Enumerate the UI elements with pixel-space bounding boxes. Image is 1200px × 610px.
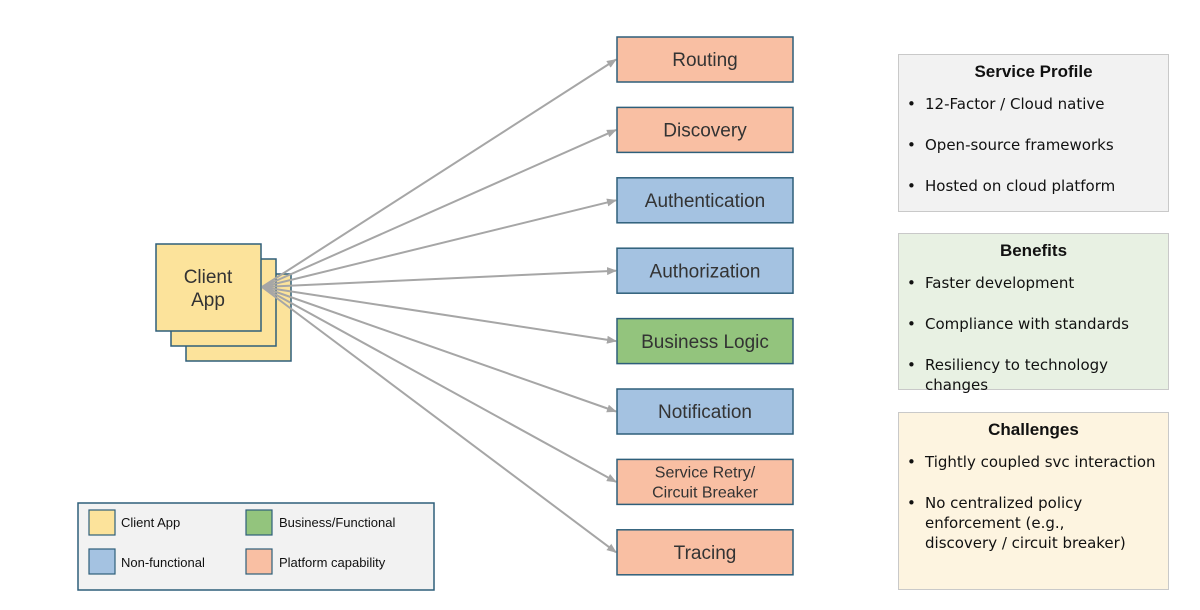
- capability-business-logic: Business Logic: [616, 317, 794, 365]
- capability-tracing: Tracing: [616, 529, 794, 576]
- capability-label: Service Retry/: [655, 465, 756, 482]
- benefits-title: Benefits: [999, 241, 1068, 260]
- list-item: No centralized policy enforcement (e.g.,…: [899, 493, 1135, 553]
- client-app-label-line1: Client: [184, 267, 233, 288]
- capability-service-retry: Service Retry/Circuit Breaker: [616, 458, 794, 506]
- capability-box: [616, 317, 794, 365]
- arrow-to-discovery: [261, 128, 617, 288]
- capability-label: Notification: [658, 402, 752, 423]
- list-item: Faster development: [899, 273, 1168, 293]
- client-app-stack: Client App: [155, 243, 292, 362]
- client-app-box: [155, 243, 262, 332]
- arrow-to-routing: [261, 58, 617, 288]
- capability-authentication: Authentication: [616, 177, 794, 224]
- legend-label-platform-capability: Platform capability: [279, 555, 386, 570]
- capability-label: Authentication: [645, 191, 765, 212]
- list-item: Compliance with standards: [899, 314, 1168, 334]
- legend-swatch-non-functional: [88, 548, 116, 575]
- capability-routing: Routing: [616, 36, 794, 83]
- legend-swatch-platform-capability: [245, 548, 273, 575]
- list-item: Resiliency to technology changes: [899, 355, 1168, 395]
- arrow-to-notification: [261, 286, 617, 413]
- capability-label: Authorization: [650, 261, 761, 282]
- legend-label-business-functional: Business/Functional: [279, 515, 395, 530]
- capability-label: Business Logic: [641, 332, 769, 353]
- service-profile-title: Service Profile: [974, 62, 1093, 81]
- arrow-to-tracing: [261, 286, 617, 554]
- client-app-label-line2: App: [191, 290, 225, 311]
- capability-label: Discovery: [663, 121, 747, 142]
- capability-box: [616, 177, 794, 224]
- list-item: 12-Factor / Cloud native: [899, 94, 1168, 114]
- capability-label: Circuit Breaker: [652, 485, 758, 502]
- arrow-to-service-retry: [261, 286, 617, 483]
- capability-boxes: RoutingDiscoveryAuthenticationAuthorizat…: [616, 36, 794, 576]
- service-profile-panel: Service Profile 12-Factor / Cloud native…: [898, 54, 1169, 212]
- list-item: Open-source frameworks: [899, 135, 1168, 155]
- capability-label: Routing: [672, 50, 738, 71]
- capability-box: [616, 388, 794, 435]
- capability-box: [616, 247, 794, 294]
- service-profile-list: 12-Factor / Cloud native Open-source fra…: [899, 94, 1168, 196]
- challenges-title: Challenges: [988, 420, 1079, 439]
- arrow-to-business-logic: [261, 286, 617, 344]
- benefits-panel: Benefits Faster development Compliance w…: [898, 233, 1169, 394]
- legend: Client App Business/Functional Non-funct…: [77, 502, 435, 591]
- legend-label-client-app: Client App: [121, 515, 180, 530]
- capability-box: [616, 106, 794, 154]
- capability-box: [616, 458, 794, 506]
- legend-swatch-client-app: [88, 509, 116, 536]
- connector-arrows: [261, 58, 617, 554]
- capability-box: [616, 36, 794, 83]
- capability-discovery: Discovery: [616, 106, 794, 154]
- arrow-to-authentication: [261, 198, 617, 288]
- challenges-list: Tightly coupled svc interaction No centr…: [899, 452, 1168, 553]
- benefits-list: Faster development Compliance with stand…: [899, 273, 1168, 395]
- arrow-to-authorization: [261, 267, 617, 288]
- capability-notification: Notification: [616, 388, 794, 435]
- challenges-panel: Challenges Tightly coupled svc interacti…: [898, 412, 1169, 590]
- capability-label: Tracing: [674, 543, 737, 564]
- legend-label-non-functional: Non-functional: [121, 555, 205, 570]
- list-item: Hosted on cloud platform: [899, 176, 1168, 196]
- capability-box: [616, 529, 794, 576]
- list-item: Tightly coupled svc interaction: [899, 452, 1168, 472]
- legend-swatch-business-functional: [245, 509, 273, 536]
- capability-authorization: Authorization: [616, 247, 794, 294]
